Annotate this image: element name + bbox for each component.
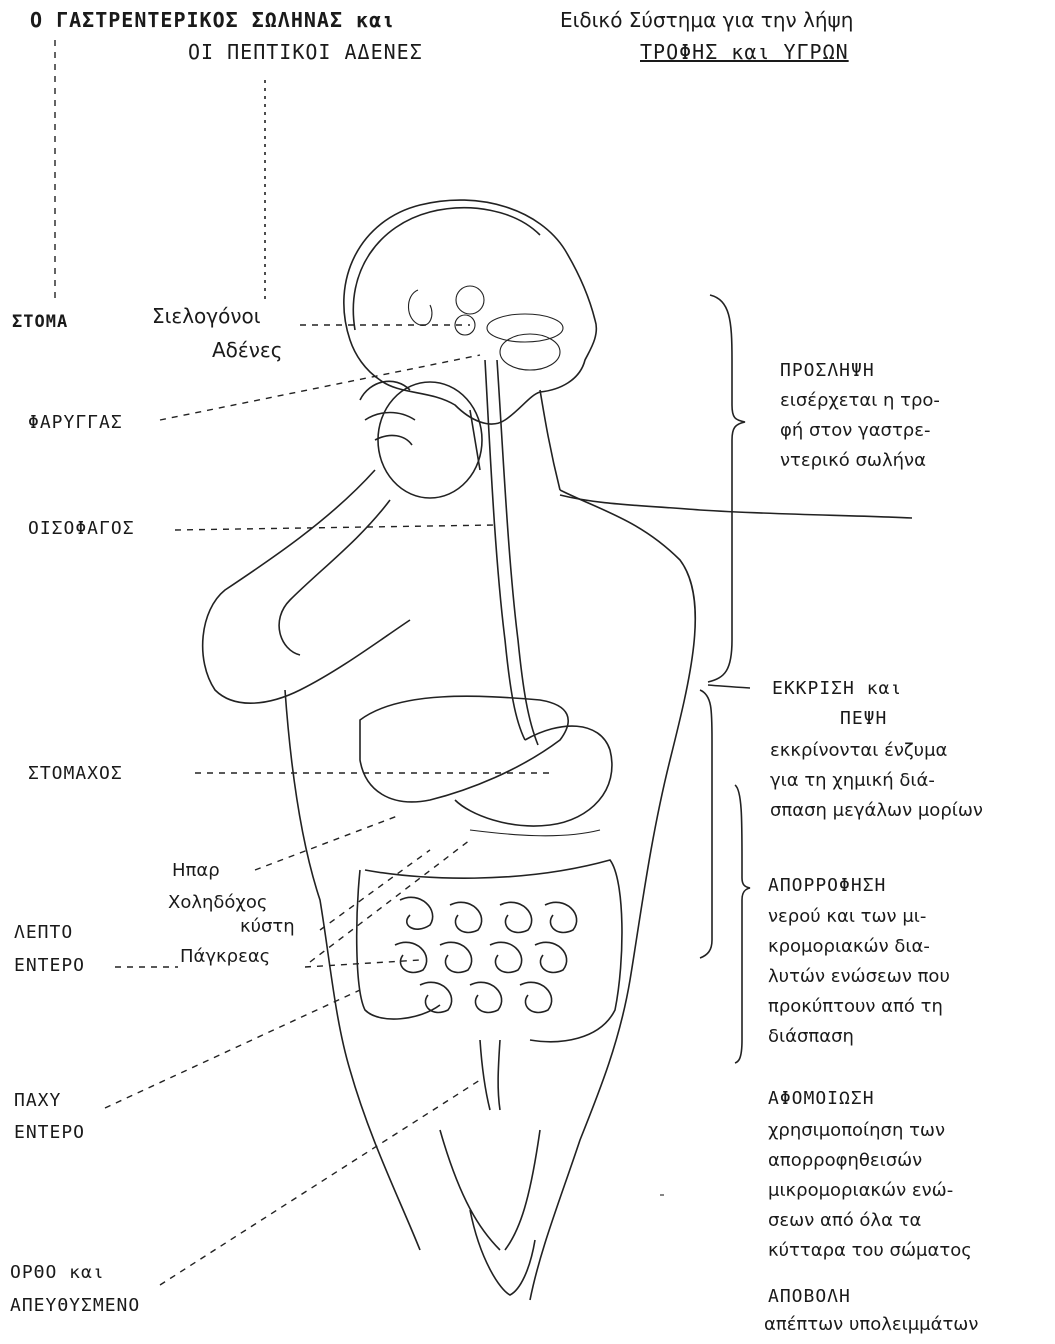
ear — [408, 290, 431, 325]
header-right-line1: Ειδικό Σύστημα για την λήψη — [560, 8, 853, 32]
large-intestine — [357, 860, 622, 1042]
small-intestine — [395, 897, 577, 1012]
label-large-intestine-2: ΕΝΤΕΡΟ — [14, 1122, 85, 1143]
hair-outline — [353, 208, 540, 330]
header-left-line2: ΟΙ ΠΕΠΤΙΚΟΙ ΑΔΕΝΕΣ — [188, 40, 423, 64]
stage-digestion-line: για τη χημική διά- — [770, 770, 935, 791]
label-gallbladder-1: Χοληδόχος — [168, 892, 267, 913]
stage-absorption-line: διάσπαση — [768, 1026, 854, 1047]
label-rectum-2: ΑΠΕΥΘΥΣΜΕΝΟ — [10, 1295, 140, 1316]
label-esophagus: ΟΙΣΟΦΑΓΟΣ — [28, 518, 135, 539]
brace-digestion — [708, 685, 750, 688]
torso-left — [285, 690, 420, 1250]
brace-absorption — [700, 690, 712, 958]
arm-inner — [279, 500, 390, 655]
label-salivary-2: Αδένες — [212, 338, 282, 362]
label-rectum-1: ΟΡΘΟ και — [10, 1262, 105, 1283]
stomach-outline — [455, 726, 612, 826]
oral-cavity — [487, 314, 563, 342]
esophagus — [485, 360, 538, 745]
label-salivary-1: Σιελογόνοι — [152, 304, 261, 328]
stage-assimilation-line: απορροφηθεισών — [768, 1150, 922, 1171]
liver-outline — [360, 696, 568, 802]
leader-pharynx — [160, 355, 480, 420]
stage-intake-line: ντερικό σωλήνα — [780, 450, 926, 471]
label-gallbladder-2: κύστη — [240, 916, 295, 937]
arm-outline — [203, 470, 410, 703]
stage-digestion-title2: ΠΕΨΗ — [840, 708, 887, 729]
leader-small-intestine-b — [305, 960, 420, 967]
stage-assimilation-title: ΑΦΟΜΟΙΩΣΗ — [768, 1088, 875, 1109]
label-small-intestine-2: ΕΝΤΕΡΟ — [14, 955, 85, 976]
stage-excretion-line: απέπτων υπολειμμάτων — [764, 1314, 978, 1335]
pelvis-lines — [440, 1130, 540, 1295]
stage-absorption-line: προκύπτουν από τη — [768, 996, 943, 1017]
leader-pancreas — [310, 840, 470, 962]
label-stoma: ΣΤΟΜΑ — [12, 312, 68, 332]
stage-digestion-title: ΕΚΚΡΙΣΗ και — [772, 678, 902, 699]
stage-digestion-line: σπαση μεγάλων μορίων — [770, 800, 983, 821]
label-pharynx: ΦΑΡΥΓΓΑΣ — [28, 412, 123, 433]
stage-assimilation-line: σεων από όλα τα — [768, 1210, 921, 1231]
header-right-line2: ΤΡΟΦΗΣ και ΥΓΡΩΝ — [640, 40, 849, 64]
neck-outline — [470, 390, 560, 490]
leader-gallbladder — [320, 850, 430, 930]
salivary-gland-parotid — [456, 286, 484, 314]
pancreas-outline — [470, 830, 600, 836]
torso-right — [530, 490, 695, 1300]
leader-large-intestine — [105, 990, 360, 1108]
tongue — [500, 334, 560, 370]
leader-liver — [255, 815, 400, 870]
stage-digestion-line: εκκρίνονται ένζυμα — [770, 740, 947, 761]
leader-esophagus — [175, 525, 495, 530]
stage-assimilation-line: κύτταρα του σώματος — [768, 1240, 972, 1261]
stage-absorption-line: κρομοριακών δια- — [768, 936, 930, 957]
stage-intake-line: εισέρχεται η τρο- — [780, 390, 940, 411]
brace-intake — [708, 295, 745, 682]
stage-absorption-line: νερού και των μι- — [768, 906, 926, 927]
held-object — [378, 382, 482, 498]
stage-intake-line: φή στον γαστρε- — [780, 420, 930, 441]
stage-assimilation-line: χρησιμοποίηση των — [768, 1120, 945, 1141]
stage-excretion-title: ΑΠΟΒΟΛΗ — [768, 1286, 851, 1307]
stage-absorption-title: ΑΠΟΡΡΟΦΗΣΗ — [768, 875, 886, 896]
label-small-intestine-1: ΛΕΠΤΟ — [14, 922, 73, 943]
leader-rectum — [160, 1080, 480, 1285]
stage-absorption-line: λυτών ενώσεων που — [768, 966, 950, 987]
label-pancreas: Πάγκρεας — [180, 946, 270, 967]
head-outline — [344, 200, 597, 424]
label-large-intestine-1: ΠΑΧΥ — [14, 1090, 61, 1111]
header-left-line1: Ο ΓΑΣΤΡΕΝΤΕΡΙΚΟΣ ΣΩΛΗΝΑΣ και — [30, 8, 395, 32]
brace-absorption-2 — [735, 785, 750, 1063]
stage-assimilation-line: μικρομοριακών ενώ- — [768, 1180, 953, 1201]
rectum — [480, 1040, 500, 1110]
stage-intake-title: ΠΡΟΣΛΗΨΗ — [780, 360, 875, 381]
label-liver: Ηπαρ — [172, 860, 220, 881]
label-stomach: ΣΤΟΜΑΧΟΣ — [28, 763, 123, 784]
